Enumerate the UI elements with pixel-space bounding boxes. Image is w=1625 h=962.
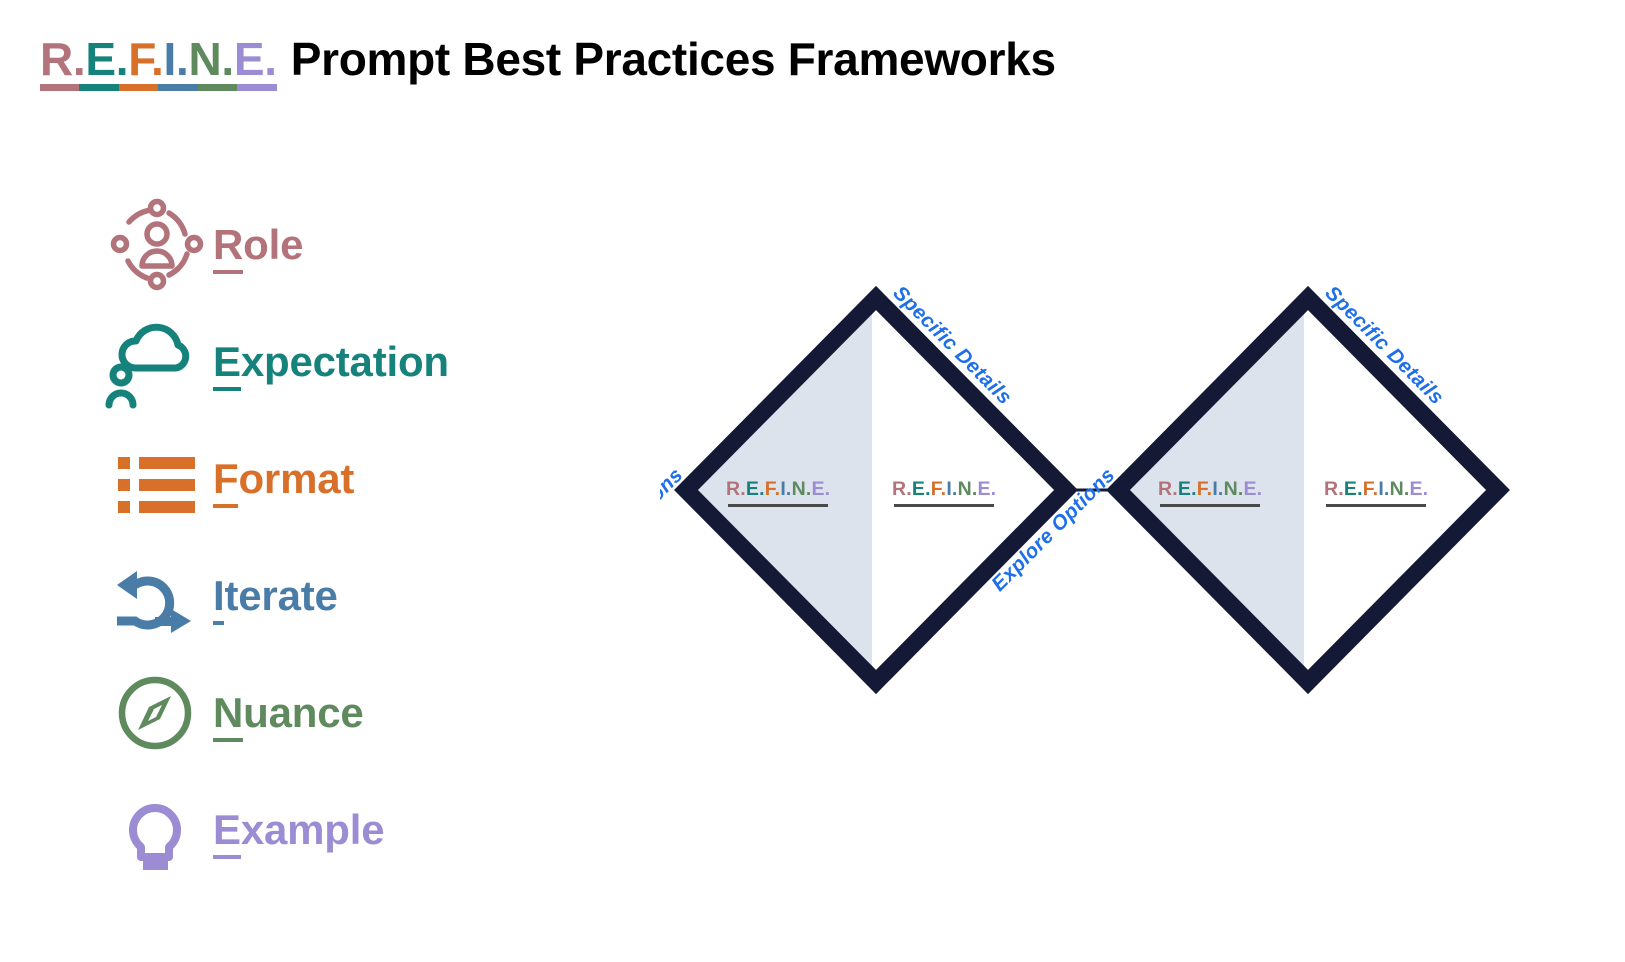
mini-underline bbox=[894, 503, 995, 507]
title-letter-n: N. bbox=[188, 33, 234, 85]
mini-f: F. bbox=[1362, 478, 1379, 500]
mini-e1: E. bbox=[1177, 478, 1197, 500]
title-letter-i: I. bbox=[163, 33, 189, 85]
underline-seg-i bbox=[158, 83, 198, 91]
mini-n: N. bbox=[791, 478, 812, 500]
mini-underline bbox=[728, 503, 829, 507]
mini-n: N. bbox=[1389, 478, 1410, 500]
nuance-rest: uance bbox=[243, 688, 364, 736]
list-item-expectation[interactable]: Expectation bbox=[105, 303, 665, 420]
lightbulb-icon bbox=[105, 780, 213, 880]
mini-i: I. bbox=[946, 478, 958, 500]
mini-i: I. bbox=[1378, 478, 1390, 500]
mini-e1: E. bbox=[911, 478, 931, 500]
mini-underline bbox=[1160, 503, 1261, 507]
mini-underline bbox=[1326, 503, 1427, 507]
list-item-label-expectation: Expectation bbox=[213, 337, 449, 391]
iterate-initial: I bbox=[213, 571, 225, 625]
list-item-example[interactable]: Example bbox=[105, 771, 665, 888]
diamond-1[interactable]: Explore Options Specific Details bbox=[660, 281, 1078, 695]
mini-n: N. bbox=[957, 478, 978, 500]
mini-r: R. bbox=[1158, 478, 1178, 500]
cloud-person-icon bbox=[105, 312, 213, 412]
diagram-svg: Explore Options Specific Details Explore… bbox=[660, 281, 1510, 695]
mini-e2: E. bbox=[1243, 478, 1263, 500]
diamond-1-mini-refine-left: R.E.F.I.N.E. bbox=[726, 478, 831, 507]
refine-list: Role Expectation bbox=[105, 186, 665, 888]
loop-arrow-icon bbox=[105, 546, 213, 646]
list-item-label-role: Role bbox=[213, 220, 304, 274]
diamond-2-mini-refine-right: R.E.F.I.N.E. bbox=[1324, 478, 1429, 507]
diamond-2-left-fill bbox=[1120, 302, 1304, 678]
title-letter-e2: E. bbox=[233, 33, 277, 85]
mini-i: I. bbox=[780, 478, 792, 500]
list-item-label-iterate: Iterate bbox=[213, 571, 338, 625]
diamond-1-left-fill bbox=[688, 302, 872, 678]
list-item-label-example: Example bbox=[213, 805, 385, 859]
mini-n: N. bbox=[1223, 478, 1244, 500]
mini-i: I. bbox=[1212, 478, 1224, 500]
compass-icon bbox=[105, 663, 213, 763]
example-rest: xample bbox=[240, 805, 385, 853]
diamond-2-outline bbox=[1106, 285, 1510, 695]
diamond-1-mini-refine-right: R.E.F.I.N.E. bbox=[892, 478, 997, 507]
mini-e2: E. bbox=[1409, 478, 1429, 500]
list-item-role[interactable]: Role bbox=[105, 186, 665, 303]
mini-r: R. bbox=[892, 478, 912, 500]
mini-e2: E. bbox=[811, 478, 831, 500]
double-diamond-diagram: Explore Options Specific Details Explore… bbox=[660, 280, 1520, 700]
example-initial: E bbox=[213, 805, 241, 859]
list-item-nuance[interactable]: Nuance bbox=[105, 654, 665, 771]
underline-seg-f bbox=[118, 83, 159, 91]
list-item-label-nuance: Nuance bbox=[213, 688, 364, 742]
mini-f: F. bbox=[764, 478, 781, 500]
nuance-initial: N bbox=[213, 688, 243, 742]
expectation-rest: xpectation bbox=[240, 337, 449, 385]
format-rest: ormat bbox=[238, 454, 355, 502]
title-letter-e1: E. bbox=[85, 33, 129, 85]
underline-seg-e1 bbox=[79, 83, 119, 91]
underline-seg-n bbox=[197, 83, 238, 91]
persona-network-icon bbox=[105, 195, 213, 295]
title-acronym: R.E.F.I.N.E. bbox=[40, 33, 277, 91]
title-letter-f: F. bbox=[128, 33, 164, 85]
title-acronym-underline bbox=[40, 83, 277, 91]
page-title: R.E.F.I.N.E. Prompt Best Practices Frame… bbox=[40, 33, 1056, 91]
diamond-1-label-explore: Explore Options bbox=[660, 463, 688, 595]
diamond-2-right-fill bbox=[1312, 302, 1496, 678]
mini-f: F. bbox=[930, 478, 947, 500]
mini-e1: E. bbox=[745, 478, 765, 500]
underline-seg-r bbox=[40, 83, 80, 91]
diamond-2-mini-refine-left: R.E.F.I.N.E. bbox=[1158, 478, 1263, 507]
list-item-label-format: Format bbox=[213, 454, 355, 508]
mini-r: R. bbox=[1324, 478, 1344, 500]
list-item-format[interactable]: Format bbox=[105, 420, 665, 537]
mini-f: F. bbox=[1196, 478, 1213, 500]
list-icon bbox=[105, 429, 213, 529]
iterate-rest: terate bbox=[224, 571, 338, 619]
role-rest: ole bbox=[243, 220, 304, 268]
expectation-initial: E bbox=[213, 337, 241, 391]
mini-e1: E. bbox=[1343, 478, 1363, 500]
list-item-iterate[interactable]: Iterate bbox=[105, 537, 665, 654]
title-rest: Prompt Best Practices Frameworks bbox=[290, 33, 1056, 85]
diamond-1-right-fill bbox=[880, 302, 1064, 678]
title-letter-r: R. bbox=[40, 33, 86, 85]
underline-seg-e2 bbox=[237, 83, 277, 91]
role-initial: R bbox=[213, 220, 243, 274]
diamond-1-outline bbox=[674, 285, 1078, 695]
mini-r: R. bbox=[726, 478, 746, 500]
mini-e2: E. bbox=[977, 478, 997, 500]
format-initial: F bbox=[213, 454, 239, 508]
